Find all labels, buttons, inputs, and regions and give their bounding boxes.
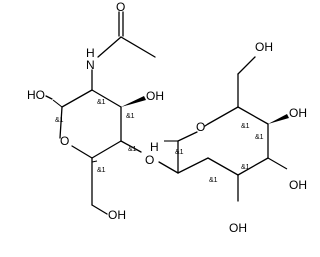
stereo-marker: &1 — [255, 134, 264, 141]
stereo-marker: &1 — [241, 164, 250, 171]
c3-hydroxyl-label: OH — [146, 89, 164, 103]
glycosidic-oxygen-label: O — [145, 153, 154, 167]
stereo-marker: &1 — [97, 167, 106, 174]
c6-hydroxyl-label: OH — [108, 208, 126, 222]
atom-labels: O N H HO OH O OH O O OH OH OH OH H — [27, 0, 307, 235]
left-ring-bonds — [45, 89, 179, 215]
right-c6-hydroxyl-label: OH — [255, 40, 273, 54]
stereo-marker: &1 — [175, 149, 184, 156]
stereo-marker: &1 — [55, 117, 64, 124]
right-ring-oxygen-label: O — [196, 120, 205, 134]
right-c4-hydroxyl-label: OH — [289, 106, 307, 120]
amide-nitrogen-label: N — [86, 58, 95, 72]
acetyl-bonds — [91, 11, 156, 91]
right-c3-hydroxyl-label: OH — [289, 178, 307, 192]
carbonyl-oxygen-label: O — [116, 0, 125, 14]
anomeric-hydrogen-label: H — [150, 140, 159, 154]
amide-hydrogen-label: H — [86, 46, 95, 60]
stereo-marker: &1 — [241, 123, 250, 130]
stereo-markers: &1 &1 &1 &1 &1 &1 &1 &1 &1 &1 — [55, 99, 264, 184]
stereo-marker: &1 — [209, 177, 218, 184]
stereo-marker: &1 — [97, 99, 106, 106]
left-ring-oxygen-label: O — [60, 134, 69, 148]
structure-diagram: O N H HO OH O OH O O OH OH OH OH H &1 &1… — [27, 0, 307, 235]
stereo-marker: &1 — [128, 146, 137, 153]
c1-hydroxyl-label: HO — [27, 88, 45, 102]
right-ring-bonds — [164, 56, 289, 202]
stereo-marker: &1 — [126, 113, 135, 120]
right-c2-hydroxyl-label: OH — [229, 221, 247, 235]
